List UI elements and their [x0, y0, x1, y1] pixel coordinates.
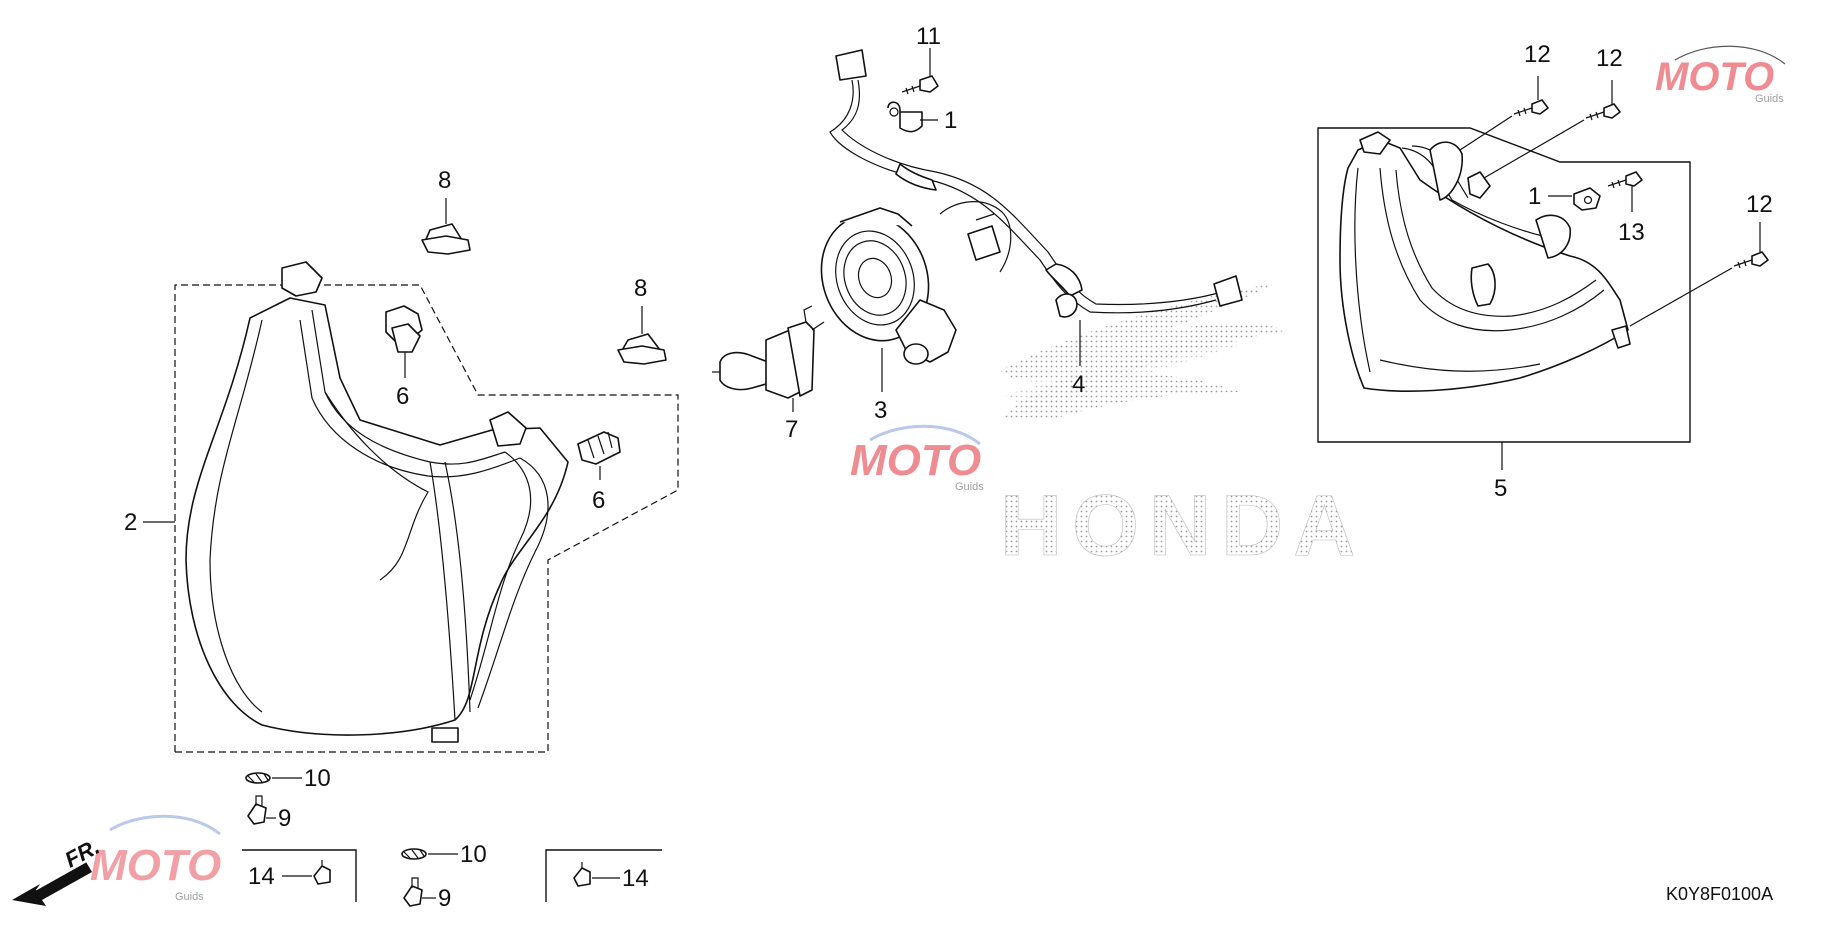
- callout-2: 2: [124, 509, 137, 536]
- callout-10b: 10: [460, 841, 487, 868]
- callout-14b: 14: [622, 865, 649, 892]
- cap-part-8-lower[interactable]: [617, 333, 667, 365]
- callout-9a: 9: [278, 805, 291, 832]
- frame-part-14-right: [545, 849, 662, 902]
- grommet-part-6-upper[interactable]: [385, 305, 423, 353]
- watermark-bottom-left: MOTO Guids: [90, 814, 221, 903]
- callout-13: 13: [1618, 219, 1645, 246]
- honda-brand-mark: HONDA: [1000, 478, 1365, 574]
- callout-5: 5: [1494, 475, 1507, 502]
- callout-8b: 8: [634, 275, 647, 302]
- position-lamp-unit[interactable]: [1339, 131, 1631, 392]
- diagram-code: K0Y8F0100A: [1666, 884, 1773, 904]
- bulb-part-7[interactable]: [712, 305, 825, 399]
- watermark-sub: Guids: [175, 891, 204, 903]
- callout-12c: 12: [1746, 191, 1773, 218]
- bolt-part-14-right[interactable]: [573, 862, 591, 887]
- screw-part-9-right[interactable]: [403, 877, 423, 907]
- grommet-part-6-lower[interactable]: [577, 431, 621, 465]
- nut-part-10-right[interactable]: [401, 848, 427, 860]
- watermark-top-right: MOTO Guids: [1655, 45, 1786, 105]
- callout-1a: 1: [944, 107, 957, 134]
- callout-6b: 6: [592, 487, 605, 514]
- watermark-word: MOTO: [1655, 55, 1774, 99]
- clamp-part-1-upper[interactable]: [887, 101, 923, 133]
- watermark-center: MOTO Guids: [850, 424, 984, 493]
- screw-part-12-right[interactable]: [1733, 251, 1769, 269]
- position-lamp-frame: [1317, 127, 1691, 443]
- screw-part-13[interactable]: [1607, 171, 1643, 189]
- clamp-part-1-right[interactable]: [1573, 187, 1601, 211]
- callout-6a: 6: [396, 383, 409, 410]
- dust-cover-part-3[interactable]: [804, 200, 957, 365]
- cap-part-8-upper[interactable]: [421, 223, 471, 255]
- wire-harness-part-4[interactable]: [829, 49, 1243, 318]
- callout-12a: 12: [1524, 41, 1551, 68]
- screw-part-9-left[interactable]: [247, 795, 267, 825]
- watermark-sub: Guids: [955, 481, 984, 493]
- frame-part-14-left: [242, 849, 357, 902]
- screw-part-11[interactable]: [901, 75, 939, 95]
- callout-11: 11: [916, 23, 941, 50]
- callout-14a: 14: [248, 863, 275, 890]
- headlight-unit[interactable]: [185, 261, 569, 743]
- callout-10a: 10: [304, 765, 331, 792]
- watermark-word: MOTO: [850, 436, 981, 485]
- nut-part-10-left[interactable]: [245, 772, 271, 784]
- front-direction-arrow-icon: [12, 861, 92, 906]
- screw-part-12-left[interactable]: [1513, 99, 1549, 117]
- callout-9b: 9: [438, 885, 451, 912]
- watermark-sub: Guids: [1755, 93, 1784, 105]
- callout-12b: 12: [1596, 45, 1623, 72]
- callout-7: 7: [785, 416, 798, 443]
- honda-wing-logo: [1000, 282, 1290, 420]
- callout-3: 3: [874, 397, 887, 424]
- bolt-part-14-left[interactable]: [313, 860, 331, 885]
- callout-8a: 8: [438, 167, 451, 194]
- callout-4: 4: [1072, 371, 1085, 398]
- screw-part-12-mid[interactable]: [1585, 103, 1621, 121]
- headlight-assembly-frame: [174, 284, 679, 753]
- watermark-word: MOTO: [90, 841, 221, 890]
- callout-1b: 1: [1528, 183, 1541, 210]
